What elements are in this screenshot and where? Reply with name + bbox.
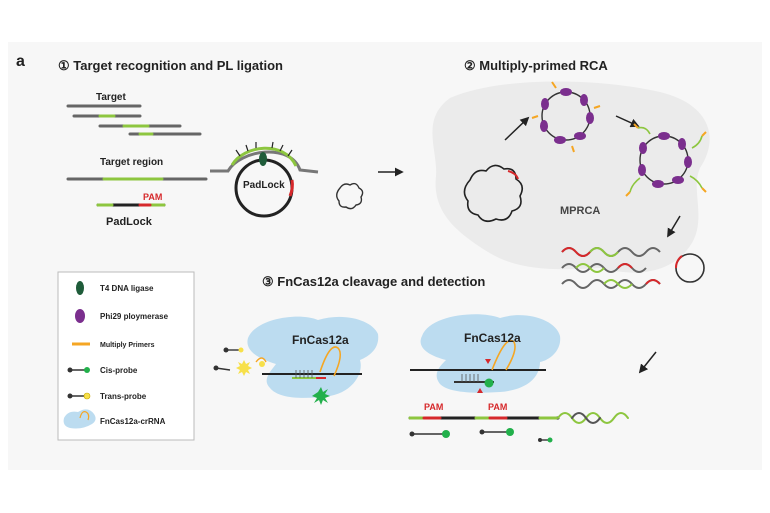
arrow-to-detection [638,351,657,374]
cas12a-left-complex [247,316,379,405]
target-label: Target [96,92,126,103]
small-wavy-circle [336,182,364,210]
cas12a-left-label: FnCas12a [292,333,349,347]
ligase-icon [76,281,84,295]
target-region-label: Target region [100,157,163,168]
cas12a-right-label: FnCas12a [464,331,521,345]
pam-label-step1: PAM [143,192,162,202]
legend-label-trans-probe: Trans-probe [100,392,147,401]
cas12a-right-complex [410,314,561,393]
legend-label-cas12a: FnCas12a-crRNA [100,417,166,426]
arrow-to-products [667,215,681,238]
ligase-icon [259,152,267,166]
rca-products [561,247,705,289]
polymerase-ring-2 [625,123,707,197]
legend-label-ligase: T4 DNA ligase [100,284,154,293]
panel-letter: a [16,53,25,70]
legend-label-primers: Multiply Primers [100,342,155,349]
cas12a-crrna-icon [63,409,96,429]
template-circle [463,164,524,223]
padlock-label: PadLock [106,216,153,228]
legend-label-polymerase: Phi29 ploymerase [100,312,169,321]
polymerase-icon [75,309,85,323]
step3-title: ③ FnCas12a cleavage and detection [262,274,485,289]
padlock-circle-label: PadLock [243,180,285,191]
rca-product-bottom [408,412,629,424]
pam-label-2: PAM [488,402,507,412]
mprca-label: MPRCA [560,205,600,217]
mprca-cloud [432,81,710,273]
legend-label-cis-probe: Cis-probe [100,366,138,375]
trans-probe-icon [67,392,91,400]
target-fragments [66,104,202,136]
step2-title: ② Multiply-primed RCA [464,58,608,73]
pam-label-1: PAM [424,402,443,412]
legend: T4 DNA ligase Phi29 ploymerase Multiply … [63,281,169,429]
step1-title: ① Target recognition and PL ligation [58,58,283,73]
cis-probes-bottom [409,428,553,443]
polymerase-ring-1 [531,81,601,153]
padlock-ligation-diagram [210,141,319,218]
arrow-to-polymerase [504,116,530,141]
trans-probes-cleaved [213,347,267,376]
cis-probe-icon [67,367,90,373]
